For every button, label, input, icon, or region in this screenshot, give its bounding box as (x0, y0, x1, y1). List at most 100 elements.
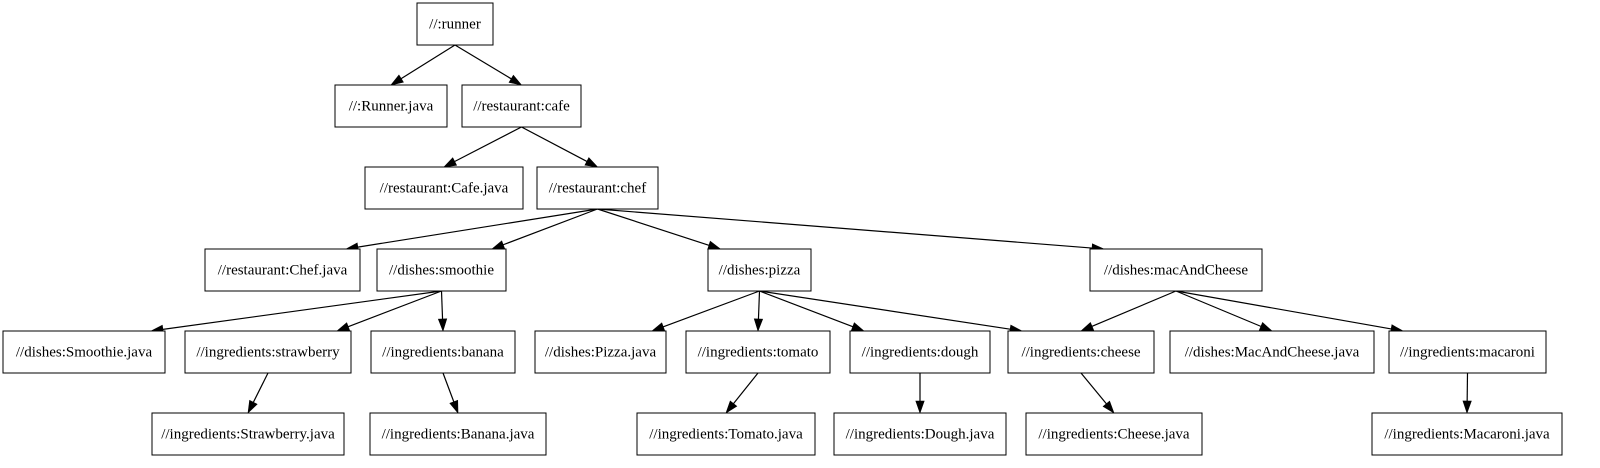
arrowhead-icon (651, 322, 666, 332)
node-label: //ingredients:Cheese.java (1038, 426, 1190, 442)
node-box[interactable] (376, 248, 507, 292)
node-label: //restaurant:Chef.java (218, 262, 348, 278)
edge-restaurant-chef-to-dishes-macandcheese (597, 208, 1093, 249)
edge-dishes-pizza-to-ingredients-tomato (757, 290, 761, 320)
arrowhead-icon (1080, 321, 1095, 332)
node-dishes-macandcheese-java[interactable]: //dishes:MacAndCheese.java (1169, 330, 1375, 374)
node-ingredients-strawberry-java[interactable]: //ingredients:Strawberry.java (151, 412, 345, 456)
node-ingredients-cheese-java[interactable]: //ingredients:Cheese.java (1025, 412, 1203, 456)
arrowhead-icon (850, 322, 865, 332)
node-box[interactable] (416, 2, 494, 46)
node-label: //dishes:Smoothie.java (16, 344, 153, 360)
node-box[interactable] (1089, 248, 1263, 292)
node-label: //ingredients:dough (862, 344, 979, 360)
node-restaurant-cafe-java[interactable]: //restaurant:Cafe.java (364, 166, 524, 210)
node-dishes-smoothie[interactable]: //dishes:smoothie (376, 248, 507, 292)
edge-layer (150, 44, 1472, 414)
node-label: //ingredients:macaroni (1400, 344, 1535, 360)
arrowhead-icon (584, 157, 599, 168)
node-restaurant-cafe[interactable]: //restaurant:cafe (461, 84, 582, 128)
node-box[interactable] (685, 330, 831, 374)
node-label: //dishes:MacAndCheese.java (1185, 344, 1360, 360)
node-box[interactable] (1007, 330, 1155, 374)
node-box[interactable] (184, 330, 352, 374)
edge-runner-to-runner-java (400, 44, 456, 80)
node-ingredients-tomato[interactable]: //ingredients:tomato (685, 330, 831, 374)
node-dishes-pizza-java[interactable]: //dishes:Pizza.java (534, 330, 667, 374)
node-ingredients-dough[interactable]: //ingredients:dough (849, 330, 991, 374)
edge-runner-to-restaurant-cafe (454, 44, 512, 80)
node-box[interactable] (1025, 412, 1203, 456)
node-label: //ingredients:banana (382, 344, 504, 360)
node-layer: //:runner //:Runner.java //restaurant:cafe… (2, 2, 1563, 456)
node-runner-java[interactable]: //:Runner.java (334, 84, 448, 128)
node-dishes-smoothie-java[interactable]: //dishes:Smoothie.java (2, 330, 166, 374)
node-box[interactable] (461, 84, 582, 128)
node-label: //ingredients:Strawberry.java (161, 426, 335, 442)
arrowhead-icon (449, 399, 459, 414)
node-box[interactable] (369, 412, 547, 456)
node-ingredients-banana[interactable]: //ingredients:banana (370, 330, 516, 374)
edge-restaurant-cafe-to-restaurant-chef (521, 126, 588, 162)
node-box[interactable] (707, 248, 812, 292)
arrowhead-icon (437, 318, 448, 332)
arrowhead-icon (336, 322, 351, 332)
node-ingredients-cheese[interactable]: //ingredients:cheese (1007, 330, 1155, 374)
arrowhead-icon (1462, 400, 1472, 414)
node-restaurant-chef[interactable]: //restaurant:chef (536, 166, 659, 210)
arrowhead-icon (508, 74, 523, 86)
node-ingredients-banana-java[interactable]: //ingredients:Banana.java (369, 412, 547, 456)
node-restaurant-chef-java[interactable]: //restaurant:Chef.java (204, 248, 361, 292)
edge-restaurant-chef-to-dishes-pizza (597, 208, 710, 246)
node-ingredients-macaroni[interactable]: //ingredients:macaroni (1388, 330, 1547, 374)
node-label: //ingredients:Banana.java (382, 426, 535, 442)
edge-dishes-pizza-to-ingredients-cheese (759, 290, 1011, 330)
node-dishes-macandcheese[interactable]: //dishes:macAndCheese (1089, 248, 1263, 292)
node-ingredients-strawberry[interactable]: //ingredients:strawberry (184, 330, 352, 374)
node-box[interactable] (204, 248, 361, 292)
node-dishes-pizza[interactable]: //dishes:pizza (707, 248, 812, 292)
node-label: //dishes:smoothie (389, 262, 494, 278)
node-box[interactable] (2, 330, 166, 374)
node-box[interactable] (849, 330, 991, 374)
node-box[interactable] (370, 330, 516, 374)
node-label: //:Runner.java (349, 98, 434, 114)
node-box[interactable] (636, 412, 816, 456)
arrowhead-icon (491, 240, 506, 250)
node-label: //ingredients:Macaroni.java (1384, 426, 1550, 442)
arrowhead-icon (247, 399, 258, 414)
node-ingredients-macaroni-java[interactable]: //ingredients:Macaroni.java (1371, 412, 1563, 456)
edge-dishes-macandcheese-to-ingredients-macaroni (1175, 290, 1392, 330)
node-label: //dishes:macAndCheese (1104, 262, 1248, 278)
node-box[interactable] (1371, 412, 1563, 456)
node-box[interactable] (536, 166, 659, 210)
edge-dishes-smoothie-to-ingredients-strawberry (347, 290, 442, 328)
node-label: //:runner (429, 16, 481, 32)
node-box[interactable] (1169, 330, 1375, 374)
edge-restaurant-cafe-to-restaurant-cafe-java (454, 126, 522, 163)
arrowhead-icon (1102, 400, 1115, 414)
edge-dishes-macandcheese-to-ingredients-cheese (1091, 290, 1177, 327)
node-label: //ingredients:tomato (698, 344, 819, 360)
edge-dishes-smoothie-to-ingredients-banana (440, 290, 444, 320)
node-box[interactable] (1388, 330, 1547, 374)
node-ingredients-dough-java[interactable]: //ingredients:Dough.java (833, 412, 1007, 456)
edge-ingredients-cheese-to-ingredients-cheese-java (1080, 372, 1107, 405)
node-ingredients-tomato-java[interactable]: //ingredients:Tomato.java (636, 412, 816, 456)
node-box[interactable] (833, 412, 1007, 456)
node-label: //dishes:Pizza.java (545, 344, 657, 360)
arrowhead-icon (915, 400, 925, 414)
edge-ingredients-banana-to-ingredients-banana-java (442, 372, 455, 402)
node-runner[interactable]: //:runner (416, 2, 494, 46)
node-box[interactable] (334, 84, 448, 128)
node-label: //restaurant:chef (549, 180, 646, 196)
edge-dishes-pizza-to-dishes-pizza-java (663, 290, 760, 328)
node-box[interactable] (151, 412, 345, 456)
node-box[interactable] (534, 330, 667, 374)
node-box[interactable] (364, 166, 524, 210)
arrowhead-icon (443, 157, 458, 168)
arrowhead-icon (390, 74, 404, 86)
node-label: //ingredients:Tomato.java (649, 426, 803, 442)
arrowhead-icon (725, 400, 738, 414)
